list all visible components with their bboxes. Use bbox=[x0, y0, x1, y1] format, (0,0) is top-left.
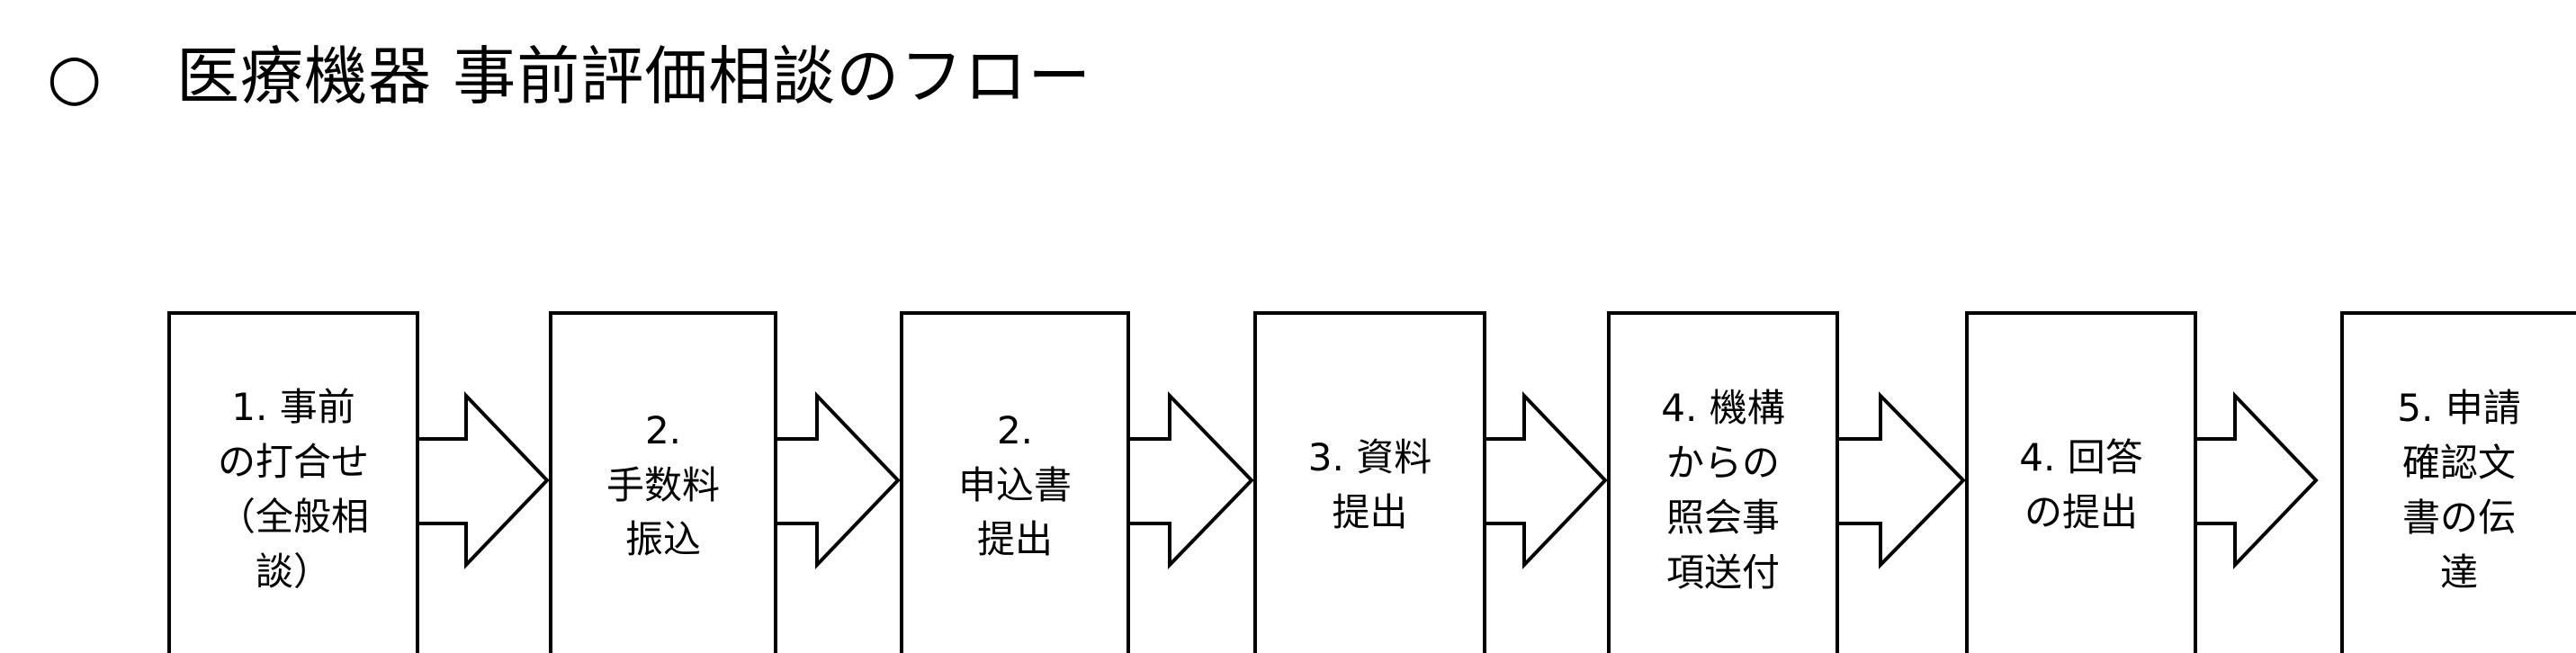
step-label-3: 2. 申込書 提出 bbox=[903, 369, 1126, 603]
step-label-1: 1. 事前 の打合せ （全般相 談） bbox=[171, 369, 416, 612]
arrow-icon-6 bbox=[2194, 391, 2319, 569]
arrow-icon-2 bbox=[774, 391, 901, 569]
step-label-7-line: 書の伝 bbox=[2401, 496, 2516, 540]
arrow-icon-4 bbox=[1483, 391, 1608, 569]
step-label-7-line: 確認文 bbox=[2401, 441, 2516, 486]
step-label-1-line: 1. 事前 bbox=[231, 385, 355, 430]
step-label-5-line: 項送付 bbox=[1665, 550, 1780, 595]
step-label-3-line: 2. bbox=[996, 407, 1034, 452]
step-box-5 bbox=[1607, 311, 1839, 653]
step-label-6: 4. 回答 の提出 bbox=[1969, 369, 2194, 603]
step-label-1-line: 談） bbox=[255, 549, 331, 594]
step-box-1 bbox=[167, 311, 419, 653]
step-label-7-line: 5. 申請 bbox=[2397, 386, 2521, 431]
step-box-7 bbox=[2340, 311, 2576, 653]
step-label-7: 5. 申請 確認文 書の伝 達 bbox=[2344, 369, 2574, 613]
arrow-icon-5 bbox=[1836, 391, 1966, 569]
arrow-icon-1 bbox=[416, 391, 550, 569]
step-label-6-line: の提出 bbox=[2024, 490, 2138, 534]
step-label-2: 2. 手数料 振込 bbox=[552, 369, 774, 603]
step-label-7-line: 達 bbox=[2439, 550, 2478, 595]
step-label-3-line: 提出 bbox=[976, 517, 1053, 562]
step-label-1-line: の打合せ bbox=[217, 440, 369, 485]
step-label-6-line: 4. 回答 bbox=[2019, 435, 2143, 480]
step-label-5-line: からの bbox=[1665, 441, 1780, 486]
step-label-4: 3. 資料 提出 bbox=[1257, 369, 1483, 603]
step-label-2-line: 2. bbox=[644, 407, 682, 452]
step-box-6 bbox=[1965, 311, 2197, 653]
page-title: ○ 医療機器 事前評価相談のフロー bbox=[47, 27, 1091, 126]
arrow-icon-3 bbox=[1126, 391, 1254, 569]
step-label-4-line: 提出 bbox=[1332, 490, 1408, 534]
step-label-5-line: 照会事 bbox=[1665, 496, 1780, 540]
step-label-2-line: 振込 bbox=[624, 517, 701, 562]
step-label-3-line: 申込書 bbox=[957, 462, 1072, 507]
circle-bullet-icon: ○ bbox=[47, 40, 103, 113]
step-label-4-line: 3. 資料 bbox=[1307, 435, 1432, 480]
title-text: 医療機器 事前評価相談のフロー bbox=[176, 40, 1092, 113]
step-label-1-line: （全般相 bbox=[217, 495, 369, 539]
step-label-2-line: 手数料 bbox=[606, 462, 720, 507]
step-label-5-line: 4. 機構 bbox=[1661, 386, 1785, 431]
step-label-5: 4. 機構 からの 照会事 項送付 bbox=[1611, 369, 1836, 613]
